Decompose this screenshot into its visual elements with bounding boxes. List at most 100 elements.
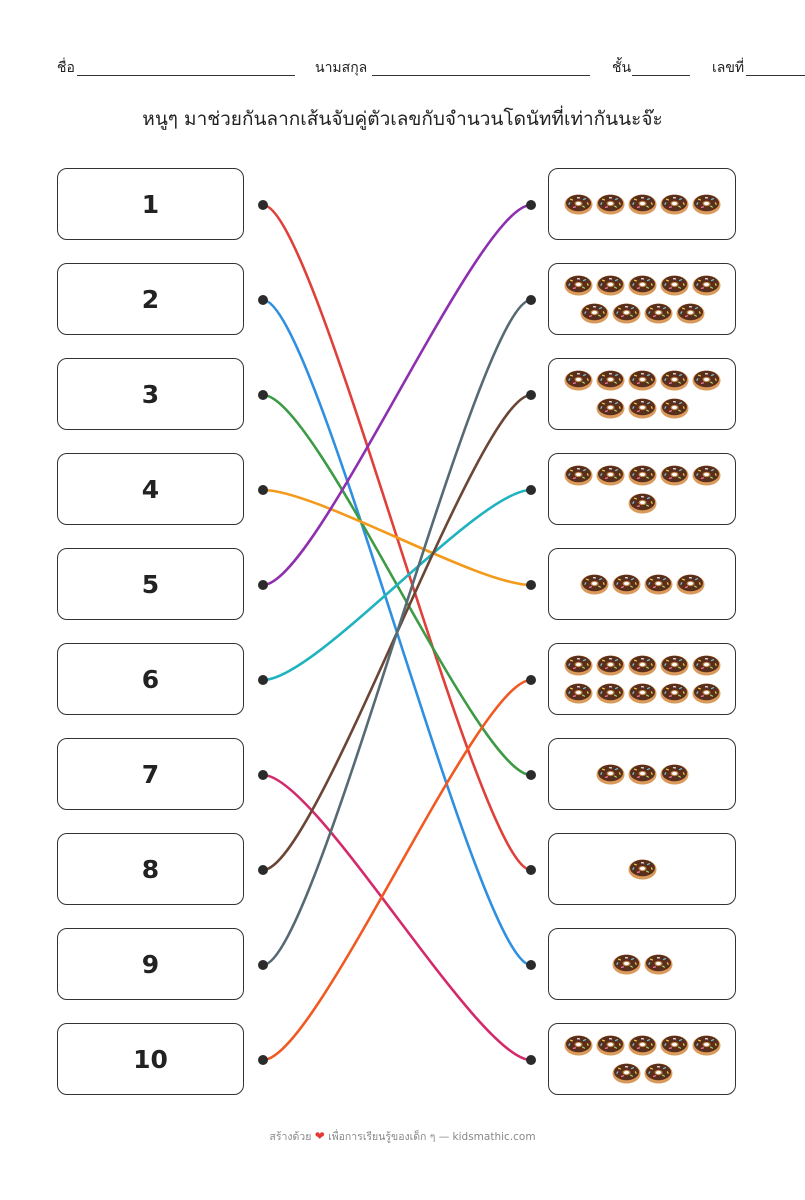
donut-icon [660,683,688,704]
donut-icon [660,370,688,391]
left-connector-dot-8[interactable] [258,865,268,875]
left-connector-dot-6[interactable] [258,675,268,685]
left-connector-dot-4[interactable] [258,485,268,495]
right-connector-dot-9[interactable] [526,960,536,970]
left-connector-dot-2[interactable] [258,295,268,305]
donut-icon [596,683,624,704]
donut-icon [596,465,624,486]
number-box-7: 7 [57,738,244,810]
donut-icon [564,275,592,296]
donut-icon [564,465,592,486]
number-label: 5 [141,569,160,599]
left-connector-dot-7[interactable] [258,770,268,780]
donut-icon [660,398,688,419]
donut-icon [596,1035,624,1056]
donut-icon [564,655,592,676]
donut-icon [596,398,624,419]
donut-icon [628,194,656,215]
donut-icon [564,370,592,391]
donut-icon [660,1035,688,1056]
donut-box-row-4 [548,453,736,525]
left-connector-dot-9[interactable] [258,960,268,970]
right-connector-dot-3[interactable] [526,390,536,400]
donut-box-row-1 [548,168,736,240]
donut-icon [612,574,640,595]
donut-icon [660,764,688,785]
donut-icon [692,655,720,676]
right-connector-dot-7[interactable] [526,770,536,780]
right-connector-dot-2[interactable] [526,295,536,305]
number-box-5: 5 [57,548,244,620]
left-connector-dot-1[interactable] [258,200,268,210]
match-line-10[interactable] [261,678,533,1062]
left-connector-dot-10[interactable] [258,1055,268,1065]
number-box-3: 3 [57,358,244,430]
heart-icon: ❤ [314,1129,325,1143]
donut-box-row-8 [548,833,736,905]
donut-icon [628,493,656,514]
donut-icon [676,303,704,324]
donut-box-row-2 [548,263,736,335]
donut-icon [644,303,672,324]
donut-box-row-7 [548,738,736,810]
right-connector-dot-5[interactable] [526,580,536,590]
donut-icon [692,1035,720,1056]
donut-icon [644,574,672,595]
number-box-4: 4 [57,453,244,525]
match-line-6[interactable] [261,488,533,682]
number-label: 6 [141,664,160,694]
left-connector-dot-3[interactable] [258,390,268,400]
donut-icon [692,465,720,486]
donut-icon [644,954,672,975]
match-line-9[interactable] [261,298,533,967]
right-connector-dot-4[interactable] [526,485,536,495]
right-connector-dot-1[interactable] [526,200,536,210]
donut-box-row-9 [548,928,736,1000]
surname-label: นามสกุล [315,60,368,76]
donut-box-row-5 [548,548,736,620]
donut-icon [660,275,688,296]
class-field-line[interactable] [632,75,690,76]
number-label: 4 [141,474,160,504]
left-connector-dot-5[interactable] [258,580,268,590]
donut-box-row-6 [548,643,736,715]
right-connector-dot-10[interactable] [526,1055,536,1065]
donut-icon [644,1063,672,1084]
donut-icon [676,574,704,595]
donut-icon [580,574,608,595]
footer-made-with: สร้างด้วย [269,1131,312,1143]
student-number-field-line[interactable] [746,75,805,76]
name-field-line[interactable] [77,75,295,76]
number-box-2: 2 [57,263,244,335]
donut-icon [580,303,608,324]
surname-field-line[interactable] [372,75,590,76]
donut-icon [596,655,624,676]
donut-icon [628,859,656,880]
donut-icon [596,275,624,296]
number-box-8: 8 [57,833,244,905]
donut-icon [692,683,720,704]
number-box-10: 10 [57,1023,244,1095]
right-connector-dot-8[interactable] [526,865,536,875]
match-line-4[interactable] [261,488,533,587]
donut-icon [628,764,656,785]
instruction-text: หนูๆ มาช่วยกันลากเส้นจับคู่ตัวเลขกับจำนว… [142,108,663,130]
donut-icon [612,1063,640,1084]
donut-icon [692,275,720,296]
right-connector-dot-6[interactable] [526,675,536,685]
number-label: 9 [141,949,160,979]
number-label: เลขที่ [712,60,745,76]
donut-icon [628,655,656,676]
donut-icon [628,370,656,391]
donut-box-row-3 [548,358,736,430]
donut-icon [660,194,688,215]
donut-icon [596,194,624,215]
number-label: 3 [141,379,160,409]
match-line-5[interactable] [261,203,533,587]
donut-icon [596,370,624,391]
number-box-1: 1 [57,168,244,240]
match-line-7[interactable] [261,773,533,1062]
donut-icon [692,370,720,391]
donut-icon [628,275,656,296]
number-label: 2 [141,284,160,314]
